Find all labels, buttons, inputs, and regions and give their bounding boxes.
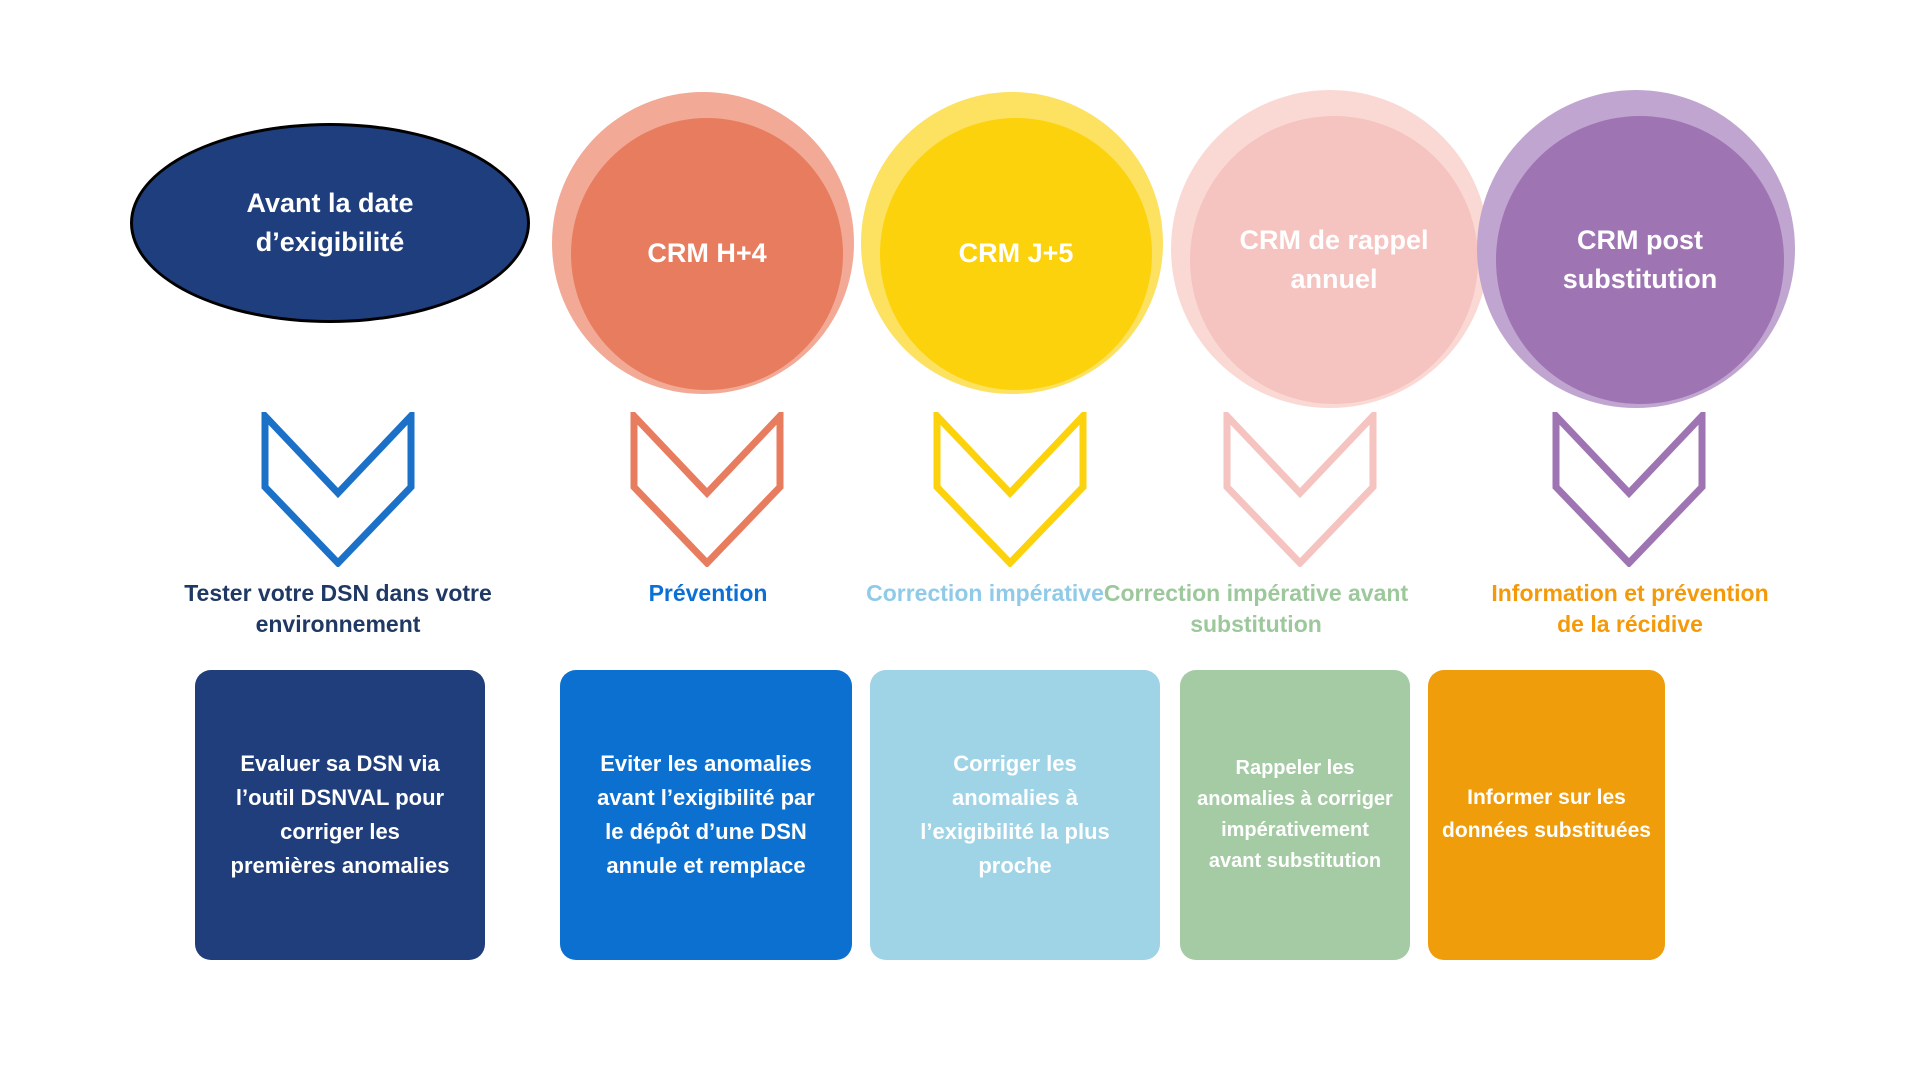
stage-caption-crm-post-substitution: Information et prévention de la récidive [1491, 580, 1769, 638]
stage-detail-box-crm-rappel-annuel: Rappeler les anomalies à corriger impéra… [1180, 670, 1410, 960]
stage-detail-box-crm-post-substitution: Informer sur les données substituées [1428, 670, 1665, 960]
chevron-down-icon [933, 412, 1087, 567]
stage-circle-crm-post-substitution: CRM post substitution [1496, 116, 1784, 404]
stage-detail-box-avant-date: Evaluer sa DSN via l’outil DSNVAL pour c… [195, 670, 485, 960]
chevron-down-icon [1223, 412, 1377, 567]
stage-caption-avant-date: Tester votre DSN dans votre environnemen… [184, 580, 492, 638]
stage-circle-crm-h4: CRM H+4 [571, 118, 843, 390]
stage-detail-box-crm-j5: Corriger les anomalies à l’exigibilité l… [870, 670, 1160, 960]
stage-circle-avant-date: Avant la date d’exigibilité [130, 123, 530, 323]
stage-caption-crm-h4: Prévention [648, 580, 768, 606]
chevron-down-icon [1552, 412, 1706, 567]
stage-caption-crm-rappel-annuel: Correction impérative avant substitution [1103, 580, 1409, 638]
stage-circle-crm-rappel-annuel: CRM de rappel annuel [1190, 116, 1478, 404]
chevron-down-icon [630, 412, 784, 567]
stage-caption-crm-j5: Correction impérative [866, 580, 1104, 606]
stage-circle-crm-j5: CRM J+5 [880, 118, 1152, 390]
chevron-down-icon [261, 412, 415, 567]
stage-detail-box-crm-h4: Eviter les anomalies avant l’exigibilité… [560, 670, 852, 960]
